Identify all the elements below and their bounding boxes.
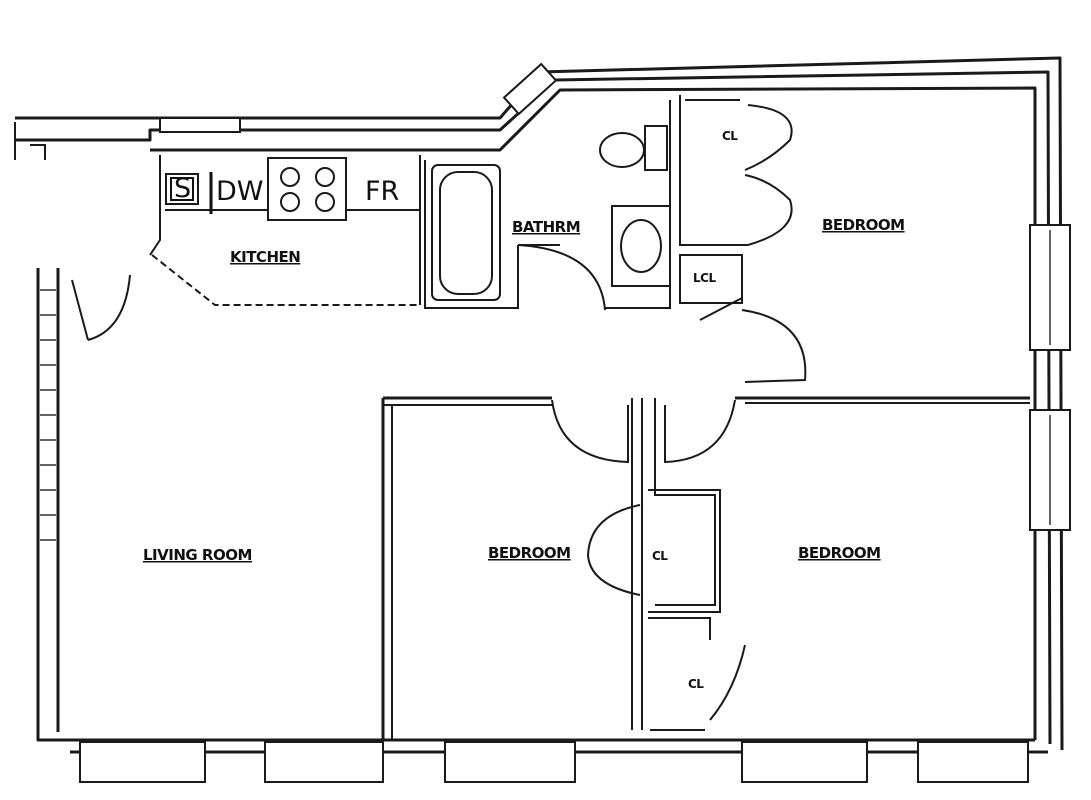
stove bbox=[267, 157, 347, 221]
entry-door bbox=[71, 274, 131, 341]
bedroom-bottom-right-label: BEDROOM bbox=[798, 544, 881, 562]
linen-closet-label: LCL bbox=[693, 271, 716, 285]
closet-top-label: CL bbox=[722, 129, 738, 143]
living-room-label: LIVING ROOM bbox=[143, 546, 252, 564]
closet-middle-label: CL bbox=[652, 549, 668, 563]
kitchen-area bbox=[149, 155, 421, 306]
toilet bbox=[599, 132, 645, 168]
dishwasher-label: DW bbox=[216, 176, 264, 207]
bedroom-middle-label: BEDROOM bbox=[488, 544, 571, 562]
bathroom-label: BATHRM bbox=[512, 218, 580, 236]
bedroom-top-right-label: BEDROOM bbox=[822, 216, 905, 234]
fridge-label: FR bbox=[365, 176, 399, 207]
middle-walls bbox=[381, 396, 746, 740]
windows bbox=[79, 62, 1071, 783]
left-wall-texture bbox=[40, 289, 56, 541]
top-bedroom-walls bbox=[679, 95, 1030, 404]
sink-label: S bbox=[174, 173, 191, 204]
closet-bottom-label: CL bbox=[688, 677, 704, 691]
kitchen-label: KITCHEN bbox=[230, 248, 300, 266]
bathroom-area bbox=[424, 100, 671, 311]
